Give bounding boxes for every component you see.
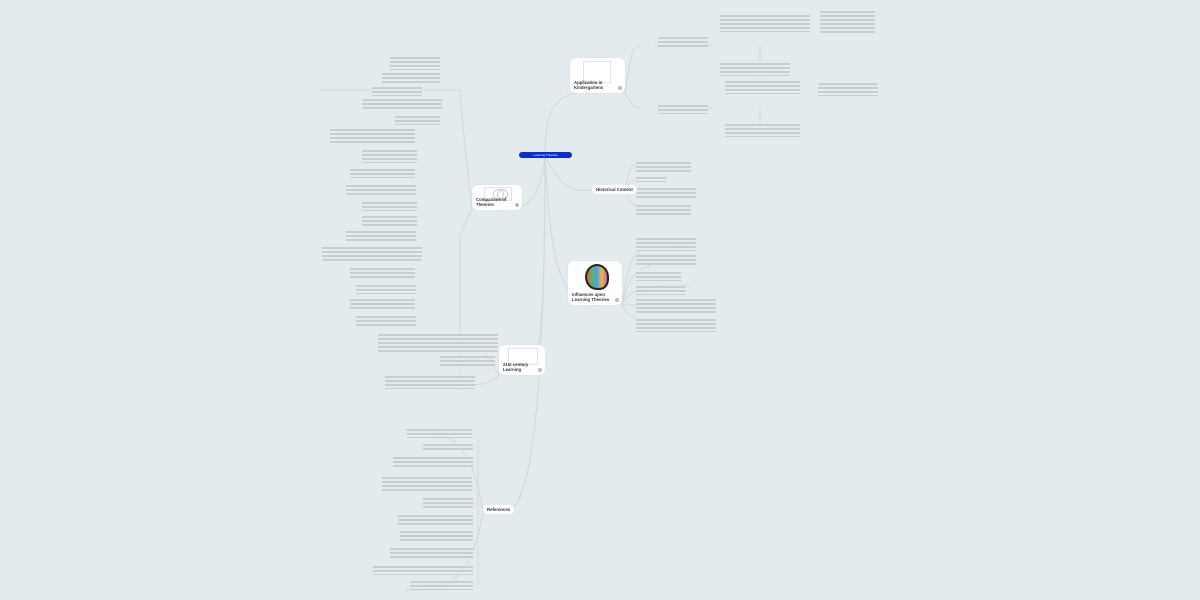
leaf-note[interactable] <box>346 184 416 196</box>
leaf-note[interactable] <box>725 123 800 137</box>
reference-note[interactable] <box>407 428 472 438</box>
branch-influences-upon-learning-theories[interactable]: Influences upon Learning Theories <box>568 261 622 305</box>
venn-diagram-icon <box>484 187 512 201</box>
leaf-note[interactable] <box>636 318 716 332</box>
leaf-note[interactable] <box>395 115 440 125</box>
expand-icon[interactable] <box>618 86 622 90</box>
leaf-note[interactable] <box>378 333 498 353</box>
leaf-note[interactable] <box>362 201 417 211</box>
branch-label: Comparison of Theories <box>476 197 507 207</box>
leaf-note[interactable] <box>818 82 878 96</box>
leaf-note[interactable] <box>820 10 875 35</box>
leaf-note[interactable] <box>636 187 696 199</box>
reference-note[interactable] <box>373 565 473 575</box>
leaf-note[interactable] <box>382 72 440 84</box>
reference-note[interactable] <box>410 580 473 590</box>
people-speech-bubble-icon <box>585 264 609 290</box>
expand-icon[interactable] <box>538 368 542 372</box>
leaf-note[interactable] <box>636 254 696 266</box>
branch-references[interactable]: References <box>483 505 515 514</box>
leaf-note[interactable] <box>390 56 440 70</box>
leaf-note[interactable] <box>636 271 681 281</box>
branch-label: 21st century Learning <box>503 362 529 372</box>
reference-note[interactable] <box>398 514 473 526</box>
leaf-note[interactable] <box>362 149 417 163</box>
leaf-note[interactable] <box>362 215 417 227</box>
branch-historical-context[interactable]: Historical Context <box>592 185 637 194</box>
branch-application-in-kindergartens[interactable]: Application in Kindergartens <box>570 58 625 93</box>
leaf-note[interactable] <box>720 14 810 32</box>
leaf-note[interactable] <box>372 86 422 96</box>
reference-note[interactable] <box>382 476 472 492</box>
leaf-note[interactable] <box>636 176 666 182</box>
leaf-note[interactable] <box>720 62 790 76</box>
reference-note[interactable] <box>423 443 473 451</box>
leaf-note[interactable] <box>636 204 691 216</box>
leaf-note[interactable] <box>346 230 416 242</box>
leaf-note[interactable] <box>385 375 475 389</box>
branch-21st-century-learning[interactable]: 21st century Learning <box>499 345 545 375</box>
leaf-note[interactable] <box>356 284 416 294</box>
leaf-note[interactable] <box>350 168 415 178</box>
leaf-note[interactable] <box>658 36 708 48</box>
image-icon <box>508 348 538 365</box>
leaf-note[interactable] <box>356 315 416 327</box>
reference-note[interactable] <box>400 530 473 542</box>
reference-note[interactable] <box>390 547 473 559</box>
central-topic[interactable]: Learning Theories <box>519 152 572 158</box>
leaf-note[interactable] <box>350 298 415 310</box>
reference-note[interactable] <box>393 456 473 468</box>
branch-comparison-of-theories[interactable]: Comparison of Theories <box>472 185 522 210</box>
leaf-note[interactable] <box>636 237 696 251</box>
leaf-note[interactable] <box>725 80 800 94</box>
leaf-note[interactable] <box>636 285 686 295</box>
reference-note[interactable] <box>423 497 473 509</box>
leaf-note[interactable] <box>330 128 415 144</box>
image-icon <box>583 61 611 83</box>
leaf-note[interactable] <box>362 98 442 110</box>
expand-icon[interactable] <box>615 298 619 302</box>
leaf-note[interactable] <box>658 104 708 114</box>
leaf-note[interactable] <box>636 298 716 314</box>
leaf-note[interactable] <box>636 161 691 173</box>
expand-icon[interactable] <box>515 203 519 207</box>
leaf-note[interactable] <box>350 267 415 279</box>
branch-label: Application in Kindergartens <box>574 80 604 90</box>
leaf-note[interactable] <box>440 355 495 367</box>
leaf-note[interactable] <box>322 246 422 262</box>
branch-label: Influences upon Learning Theories <box>572 292 610 302</box>
